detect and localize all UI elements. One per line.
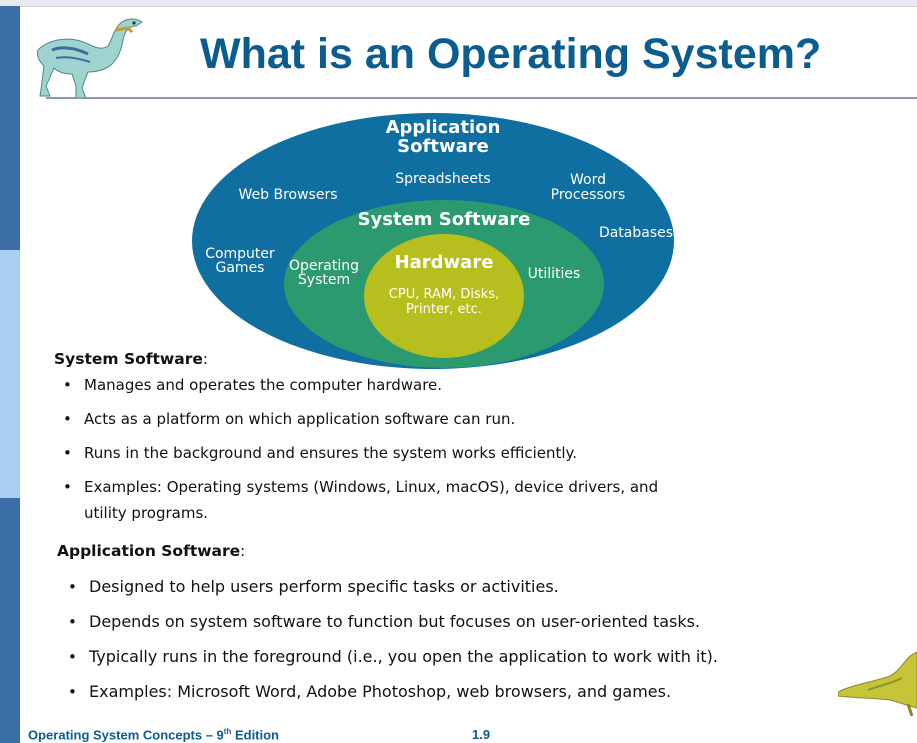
bullet-glyph: • [63, 444, 72, 462]
label-spreadsheets: Spreadsheets [395, 171, 490, 187]
bullet-item: •Typically runs in the foreground (i.e.,… [59, 644, 754, 670]
bullet-item: •Runs in the background and ensures the … [54, 440, 754, 466]
bullet-item: •Depends on system software to function … [59, 609, 754, 635]
system-software-heading: System Software [54, 350, 203, 368]
bullet-glyph: • [68, 578, 77, 596]
label-computer-games-line1: Computer [205, 246, 275, 262]
footer-book-title: Operating System Concepts – 9th Edition [28, 727, 280, 743]
hardware-title: Hardware [395, 252, 494, 273]
left-accent-bar-middle [0, 250, 20, 498]
slide-title: What is an Operating System? [200, 30, 822, 78]
application-software-heading-row: Application Software: [57, 542, 246, 560]
left-accent-bar-bottom [0, 498, 20, 743]
application-title-line1: Application [386, 117, 501, 138]
title-divider [46, 97, 917, 99]
bullet-glyph: • [63, 376, 72, 394]
bullet-item: •Examples: Operating systems (Windows, L… [54, 474, 674, 526]
software-layers-diagram: Application Software Spreadsheets Web Br… [190, 108, 690, 374]
dinosaur-logo-icon [37, 18, 143, 99]
label-operating-system-line2: System [298, 272, 350, 288]
label-web-browsers: Web Browsers [239, 187, 338, 203]
hardware-detail-line2: Printer, etc. [406, 302, 482, 317]
application-title-line2: Software [397, 136, 489, 157]
label-utilities: Utilities [528, 266, 581, 282]
bullet-item: •Manages and operates the computer hardw… [54, 372, 754, 398]
dinosaur-corner-icon [838, 651, 917, 717]
hardware-ellipse [364, 234, 524, 358]
hardware-detail-line1: CPU, RAM, Disks, [389, 287, 499, 302]
label-word-processors-line1: Word [570, 172, 606, 188]
window-top-border [0, 0, 917, 7]
system-software-heading-row: System Software: [54, 350, 208, 368]
bullet-glyph: • [68, 648, 77, 666]
slide-content: System Software: •Manages and operates t… [54, 346, 754, 714]
bullet-glyph: • [63, 410, 72, 428]
bullet-item: •Examples: Microsoft Word, Adobe Photosh… [59, 679, 754, 705]
left-accent-bar-top [0, 6, 20, 250]
bullet-glyph: • [63, 478, 72, 496]
bullet-item: •Acts as a platform on which application… [54, 406, 754, 432]
label-computer-games-line2: Games [216, 260, 265, 276]
label-operating-system-line1: Operating [289, 258, 359, 274]
label-databases: Databases [599, 225, 673, 241]
label-word-processors-line2: Processors [551, 187, 626, 203]
application-software-bullets: •Designed to help users perform specific… [54, 574, 754, 705]
system-software-bullets: •Manages and operates the computer hardw… [54, 372, 754, 526]
application-software-heading: Application Software [57, 542, 241, 560]
footer-page-number: 1.9 [472, 727, 491, 742]
bullet-glyph: • [68, 683, 77, 701]
bullet-item: •Designed to help users perform specific… [59, 574, 754, 600]
bullet-glyph: • [68, 613, 77, 631]
system-software-title: System Software [358, 209, 531, 230]
